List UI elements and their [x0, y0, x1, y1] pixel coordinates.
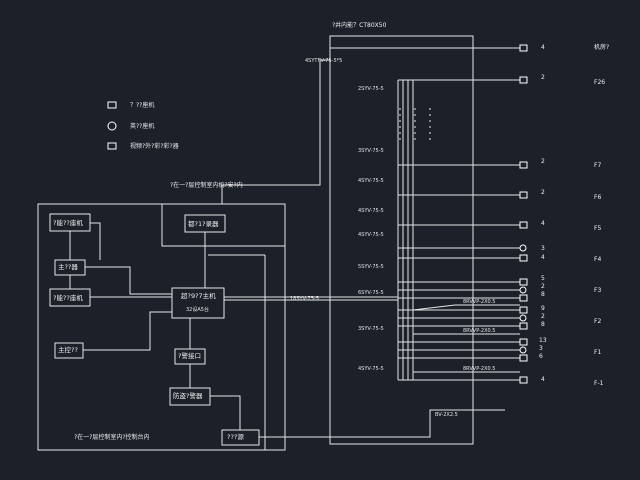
- shaft-title: ?井内能？CT80X50: [332, 22, 387, 29]
- ground-cable-label: BV-2X2.5: [435, 412, 458, 418]
- legend-camera-label: 视频?外?彩?彩?器: [130, 143, 179, 150]
- monitor-label: 防盗?警器: [173, 392, 203, 400]
- source2-label: ?能??座机: [53, 294, 83, 302]
- floor-label: F7: [594, 162, 602, 169]
- branch-cable: 5SYV-75-5: [358, 264, 384, 270]
- host-top-label: 都?1?录器: [188, 220, 219, 228]
- branch-cable: 3SYV-75-5: [358, 148, 384, 154]
- control-room-note: ?在一?层控制室内机?安?内: [170, 182, 243, 189]
- phone-outlet-icon: [107, 121, 117, 131]
- power-label: ???源: [227, 433, 244, 441]
- outlet-count: 4: [541, 376, 545, 383]
- floor-label: 机房?: [594, 44, 610, 51]
- outlet-count: 4: [541, 220, 545, 227]
- floor-label: F-1: [594, 380, 604, 387]
- outlet-count: 2: [541, 189, 545, 196]
- rvvp-label: 8RVVP-2X0.5: [463, 299, 496, 305]
- floor-label: F1: [594, 349, 602, 356]
- legend-phone-label: 英??座机: [130, 123, 155, 130]
- rvvp-label: 8RVVP-2X0.5: [463, 328, 496, 334]
- branch-cable: 4SYV-75-5: [358, 208, 384, 214]
- floor-label: F5: [594, 225, 602, 232]
- branch-cable: 2SYV-75-5: [358, 86, 384, 92]
- outlet-count: 5 2 8: [541, 275, 545, 298]
- riser-cable-label: 4SYTFV-75-5*5: [305, 58, 343, 64]
- outlet-count: 2: [541, 74, 545, 81]
- branch-cable: 4SYV-75-5: [358, 178, 384, 184]
- branch-cable: 6SYV-75-5: [358, 290, 384, 296]
- control-room-bottom-note: ?在一?层控制室内?控制台内: [74, 434, 150, 441]
- outlet-count: 9 2 8: [541, 305, 545, 328]
- trunk-cable-label: 18SYV-75-5: [290, 296, 319, 302]
- decoder-label: ?警接口: [178, 352, 201, 360]
- floor-label: F6: [594, 194, 602, 201]
- outlet-icons: [519, 44, 528, 384]
- host-label: 超?9?7主机: [181, 292, 216, 300]
- keyboard-label: 主控??: [58, 346, 78, 354]
- source1-label: ?能??座机: [53, 219, 83, 227]
- branch-cable: 4SYV-75-5: [358, 366, 384, 372]
- host-sub-label: 32设A5台: [186, 307, 209, 313]
- branch-cable: 3SYV-75-5: [358, 326, 384, 332]
- rvvp-label: 8RVVP-2X0.5: [463, 366, 496, 372]
- shaft-frame: [329, 35, 474, 445]
- branch-cable: 4SYV-75-5: [358, 232, 384, 238]
- floor-label: F2: [594, 318, 602, 325]
- floor-label: F3: [594, 287, 602, 294]
- floor-label: F4: [594, 256, 602, 263]
- outlet-count: 3 4: [541, 245, 545, 261]
- camera-outlet-icon: [107, 142, 117, 150]
- tv-outlet-icon: [107, 101, 117, 109]
- legend-tv-label: ？??座机: [130, 102, 155, 109]
- outlet-count: 4: [541, 44, 545, 51]
- amplifier-label: 主??器: [58, 263, 78, 271]
- outlet-count: 13 3 6: [539, 337, 547, 360]
- floor-label: F26: [594, 79, 606, 86]
- outlet-count: 2: [541, 158, 545, 165]
